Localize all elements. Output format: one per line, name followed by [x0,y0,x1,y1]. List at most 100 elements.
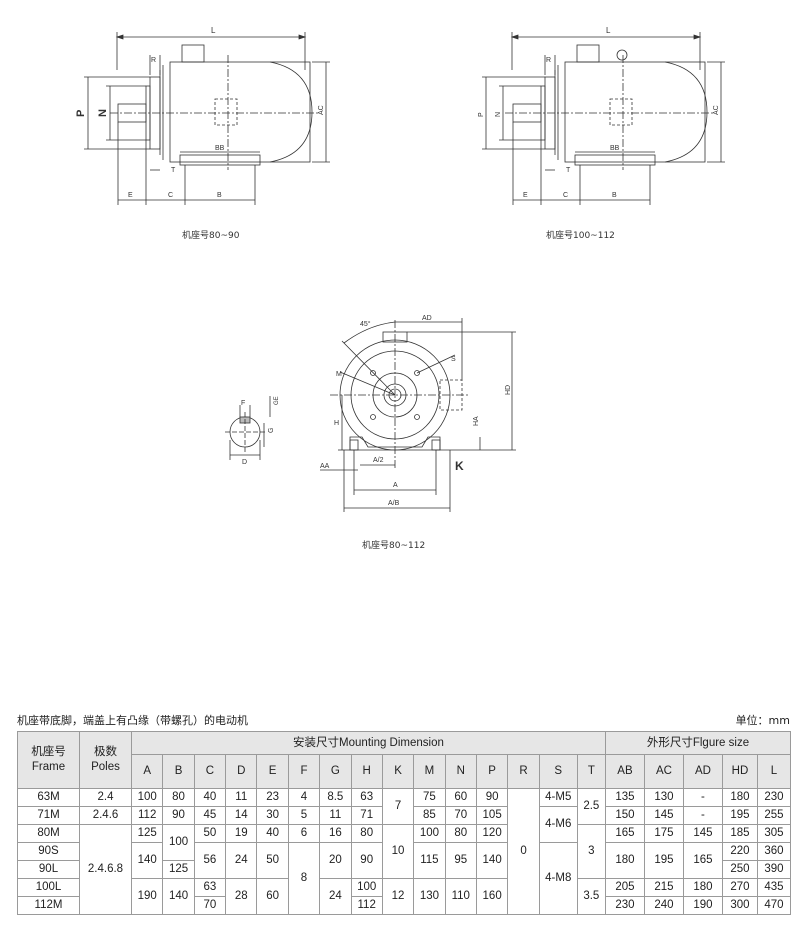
table-row-63M: 63M 2.4 100 80 40 11 23 4 8.5 63 7 75 60… [17,788,792,915]
label-E: E [128,192,133,199]
label-AB: A/B [388,500,400,507]
col-S: S [538,754,578,789]
label-BB: BB [215,145,225,152]
shaft-section: F GE G D [225,396,280,466]
cell-H: 100 [350,878,383,897]
cell-AC: 175 [643,824,684,843]
cell-B: 140 [162,878,195,915]
label-T-2: T [566,167,571,174]
cell-P: 105 [475,806,509,825]
label-N: N [97,109,109,117]
col-AD: AD [682,754,723,789]
col-N: N [444,754,477,789]
label-R-2: R [546,57,551,64]
caption-side-view-1: 机座号80~90 [182,231,240,241]
cell-A: 190 [130,878,164,915]
cell-frame: 100L [17,878,80,897]
label-L: L [211,26,216,35]
cell-AD: 190 [682,896,723,915]
cell-E: 60 [256,878,289,915]
label-G: G [268,428,275,433]
cell-G: 20 [319,842,352,879]
cell-D: 19 [225,824,258,843]
cell-G: 16 [319,824,352,843]
cell-AB: 180 [604,842,645,879]
label-AC-2: AC [713,105,720,115]
cell-D: 14 [225,806,258,825]
label-S: S [451,356,456,363]
cell-L: 435 [756,878,792,897]
col-C: C [193,754,227,789]
cell-M: 85 [413,806,446,825]
cell-HD: 300 [721,896,758,915]
technical-drawings: L BB AC P N [75,26,725,512]
table-row-90L: 90L 125 250 390 [17,860,792,879]
cell-C: 45 [193,806,227,825]
front-view: 45° AD S M H HD HA K AA A/2 A [320,315,516,512]
cell-AD: 180 [682,878,723,897]
cell-A: 100 [130,788,164,807]
col-D: D [225,754,258,789]
drawings-svg: L BB AC P N [75,26,725,512]
col-E: E [256,754,289,789]
cell-P: 140 [475,842,509,879]
cell-H: 63 [350,788,383,807]
cell-C: 70 [193,896,227,915]
cell-H: 80 [350,824,383,843]
table-unit: 单位：mm [735,714,790,727]
cell-F: 4 [287,788,321,807]
label-P-2: P [478,112,485,117]
cell-G: 24 [319,878,352,915]
label-K: K [455,459,464,473]
cell-P: 120 [475,824,509,843]
cell-AB: 135 [604,788,645,807]
cell-N: 80 [444,824,477,843]
cell-AB: 150 [604,806,645,825]
cell-D: 28 [225,878,258,915]
cell-L: 255 [756,806,792,825]
cell-T: 2.5 [576,788,606,825]
cell-frame: 63M [17,788,80,807]
cell-D: 24 [225,842,258,879]
cell-N: 70 [444,806,477,825]
cell-B: 90 [162,806,195,825]
cell-AD: - [682,806,723,825]
cell-A: 140 [130,842,164,879]
col-T: T [576,754,606,789]
cell-N: 110 [444,878,477,915]
cell-E: 30 [256,806,289,825]
cell-R: 0 [507,788,540,915]
cell-AB: 230 [604,896,645,915]
col-F: F [287,754,321,789]
cell-S: 4-M6 [538,806,578,843]
dimension-table: 机座号 Frame 极数 Poles 安装尺寸Mounting Dimensio… [17,731,792,915]
cell-E: 40 [256,824,289,843]
label-AC: AC [318,105,325,115]
cell-C: 56 [193,842,227,879]
label-P: P [75,110,87,117]
cell-B: 125 [162,860,195,879]
cell-frame: 112M [17,896,80,915]
cell-A: 112 [130,806,164,825]
cell-AB: 165 [604,824,645,843]
label-C-2: C [563,192,568,199]
cell-L: 230 [756,788,792,807]
label-H: H [334,420,339,427]
label-45deg: 45° [360,320,371,328]
cell-N: 60 [444,788,477,807]
cell-AC: 130 [643,788,684,807]
col-AC: AC [643,754,684,789]
side-view-1: L BB AC P N [75,26,330,205]
cell-poles: 2.4.6.8 [79,824,132,915]
table-row-112M: 112M 70 112 230 240 190 300 470 [17,896,792,915]
cell-T: 3.5 [576,878,606,915]
table-row-100L: 100L 190 140 63 28 60 24 100 12 130 110 … [17,878,792,915]
label-R: R [151,57,156,64]
cell-M: 115 [413,842,446,879]
caption-front-view: 机座号80~112 [362,541,426,551]
cell-M: 75 [413,788,446,807]
label-B: B [217,192,222,199]
cell-G: 8.5 [319,788,352,807]
label-D: D [242,459,247,466]
cell-AB: 205 [604,878,645,897]
